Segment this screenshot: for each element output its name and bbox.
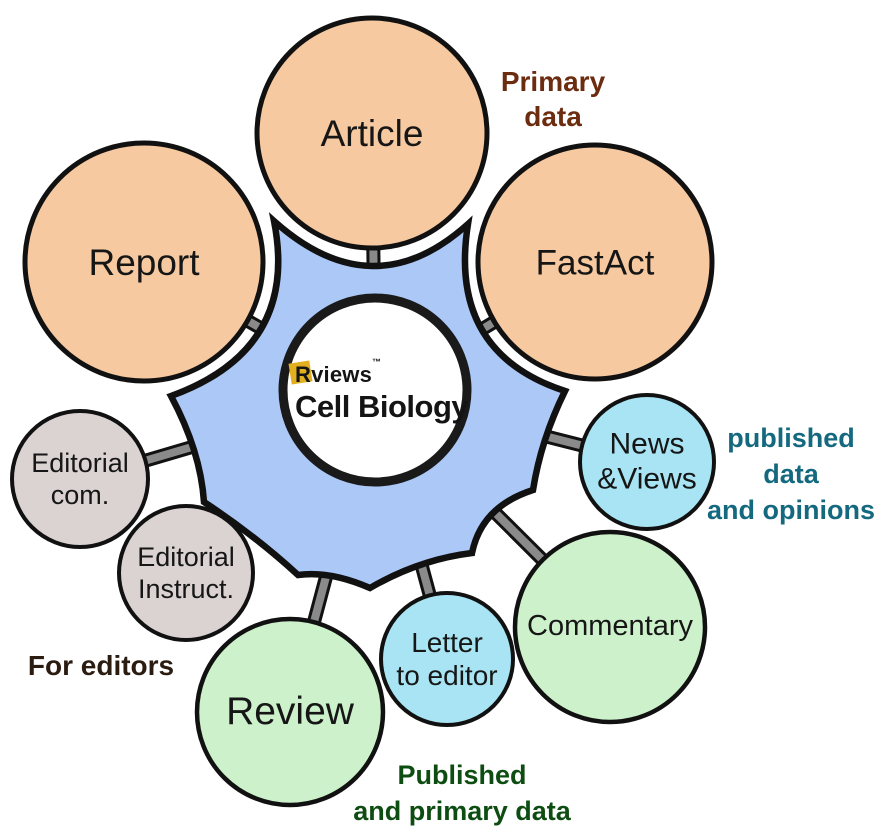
editorial-instructions-label: Editorial Instruct.: [137, 542, 235, 604]
report-circle: [22, 140, 266, 384]
annotation-published-data-opinions: published data and opinions: [707, 423, 875, 525]
annotation-published-primary-data: Published and primary data: [353, 760, 571, 826]
journal-logo: Rviews™ Cell Biology: [288, 357, 469, 425]
commentary-circle: [512, 529, 708, 725]
fastact-circle: [475, 142, 715, 382]
editorial-instructions-circle: [117, 504, 255, 642]
annotation-for-editors: For editors: [27, 650, 175, 681]
review-circle: [194, 616, 386, 808]
report-label: Report: [88, 242, 200, 284]
logo-brand: Rviews™: [288, 357, 468, 388]
news-views-circle: [578, 393, 716, 531]
letter-to-editor-label: Letter to editor: [396, 626, 498, 691]
letter-to-editor-circle: [379, 591, 515, 727]
annotation-primary-data: Primary data: [500, 66, 606, 132]
editorial-committee-label: Editorial com.: [31, 448, 129, 510]
article-label: Article: [320, 113, 424, 155]
news-views-label: News &Views: [597, 427, 697, 496]
hub-center-circle: [278, 293, 472, 487]
logo-trademark: ™: [372, 356, 382, 367]
fastact-label: FastAct: [535, 243, 655, 283]
editorial-committee-circle: [10, 409, 150, 549]
logo-brand-text: Rviews: [295, 362, 373, 387]
review-label: Review: [226, 689, 354, 733]
logo-title: Cell Biology: [295, 389, 469, 424]
commentary-label: Commentary: [527, 609, 693, 642]
article-circle: [254, 15, 490, 251]
